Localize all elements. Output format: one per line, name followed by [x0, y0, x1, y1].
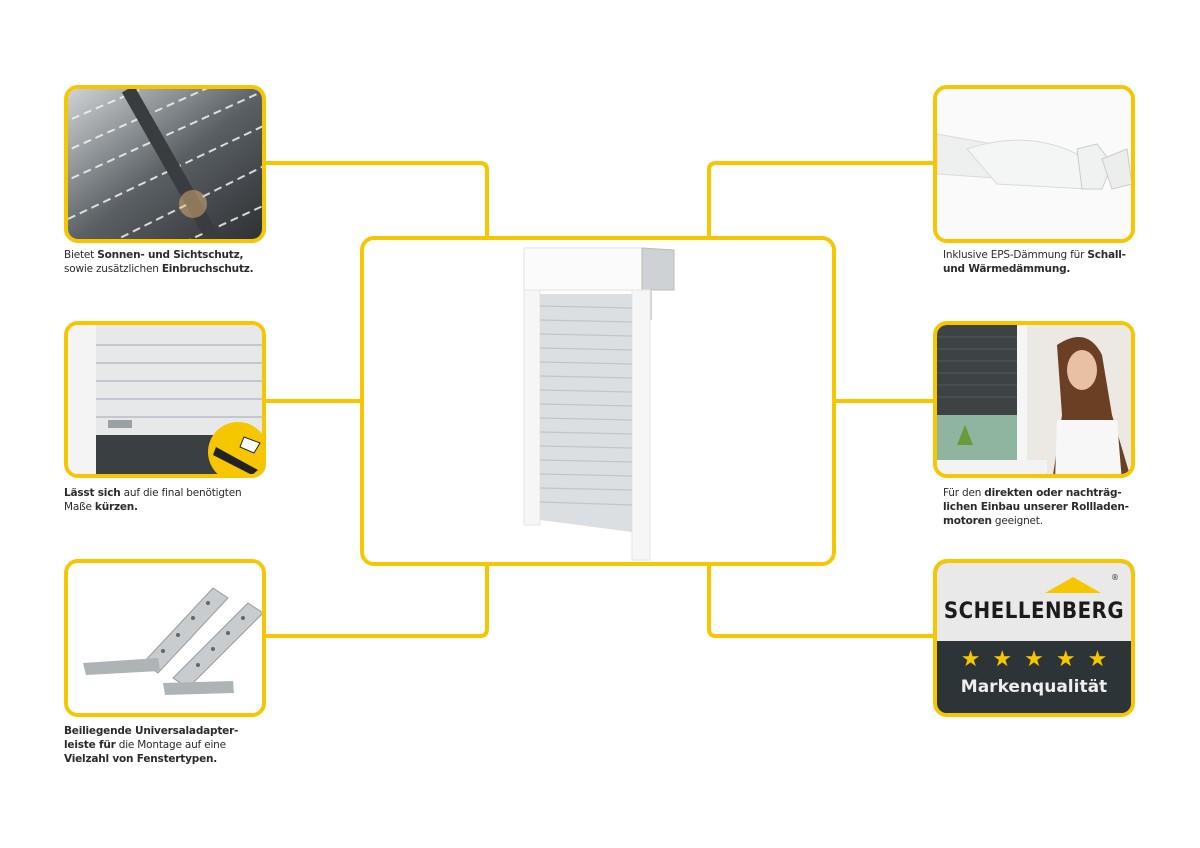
feature-caption-adapter: Beiliegende Universaladapter-leiste für …	[64, 724, 274, 766]
caption-emphasis: kürzen.	[94, 501, 138, 513]
motor-install-image	[933, 321, 1135, 478]
registered-mark: ®	[1111, 573, 1119, 582]
caption-emphasis: leiste für	[64, 739, 116, 751]
feature-caption-insulation: Inklusive EPS-Dämmung für Schall-und Wär…	[943, 248, 1153, 276]
caption-text: Inklusive EPS-Dämmung für	[943, 249, 1088, 261]
feature-caption-motor: Für den direkten oder nachträg-lichen Ei…	[943, 486, 1153, 528]
cut-to-size-image	[64, 321, 266, 478]
brand-logo-text: SCHELLENBERG	[943, 599, 1125, 624]
caption-emphasis: Vielzahl von Fenstertypen.	[64, 753, 218, 765]
schellenberg-quality-badge: ® SCHELLENBERG ★★★★★ Markenqualität	[933, 559, 1135, 717]
caption-text: sowie zusätzlichen	[64, 263, 162, 275]
caption-emphasis: lichen Einbau unserer Rollladen-	[943, 501, 1129, 513]
caption-text: Für den	[943, 487, 985, 499]
quality-label: Markenqualität	[960, 677, 1108, 697]
caption-text: Bietet	[64, 249, 98, 261]
caption-text: Maße	[64, 501, 95, 513]
caption-emphasis: direkten oder nachträg-	[984, 487, 1122, 499]
caption-text: geeignet.	[991, 515, 1043, 527]
sun-protection-image	[64, 85, 266, 243]
caption-emphasis: Sonnen- und Sichtschutz,	[97, 249, 244, 261]
logo-roof-icon	[1045, 577, 1101, 593]
insulation-image	[933, 85, 1135, 243]
caption-emphasis: Schall-	[1087, 249, 1126, 261]
adapter-image	[64, 559, 266, 717]
caption-emphasis: motoren	[943, 515, 992, 527]
caption-emphasis: Lässt sich	[64, 487, 121, 499]
caption-text: die Montage auf eine	[115, 739, 226, 751]
caption-emphasis: und Wärmedämmung.	[943, 263, 1071, 275]
caption-text: auf die final benötigten	[120, 487, 242, 499]
feature-caption-sun-protection: Bietet Sonnen- und Sichtschutz, sowie zus…	[64, 248, 274, 276]
caption-emphasis: Beiliegende Universaladapter-	[64, 725, 239, 737]
caption-emphasis: Einbruchschutz.	[161, 263, 254, 275]
rating-stars-icon: ★★★★★	[960, 647, 1120, 672]
roller-shutter-product-image	[360, 236, 836, 566]
